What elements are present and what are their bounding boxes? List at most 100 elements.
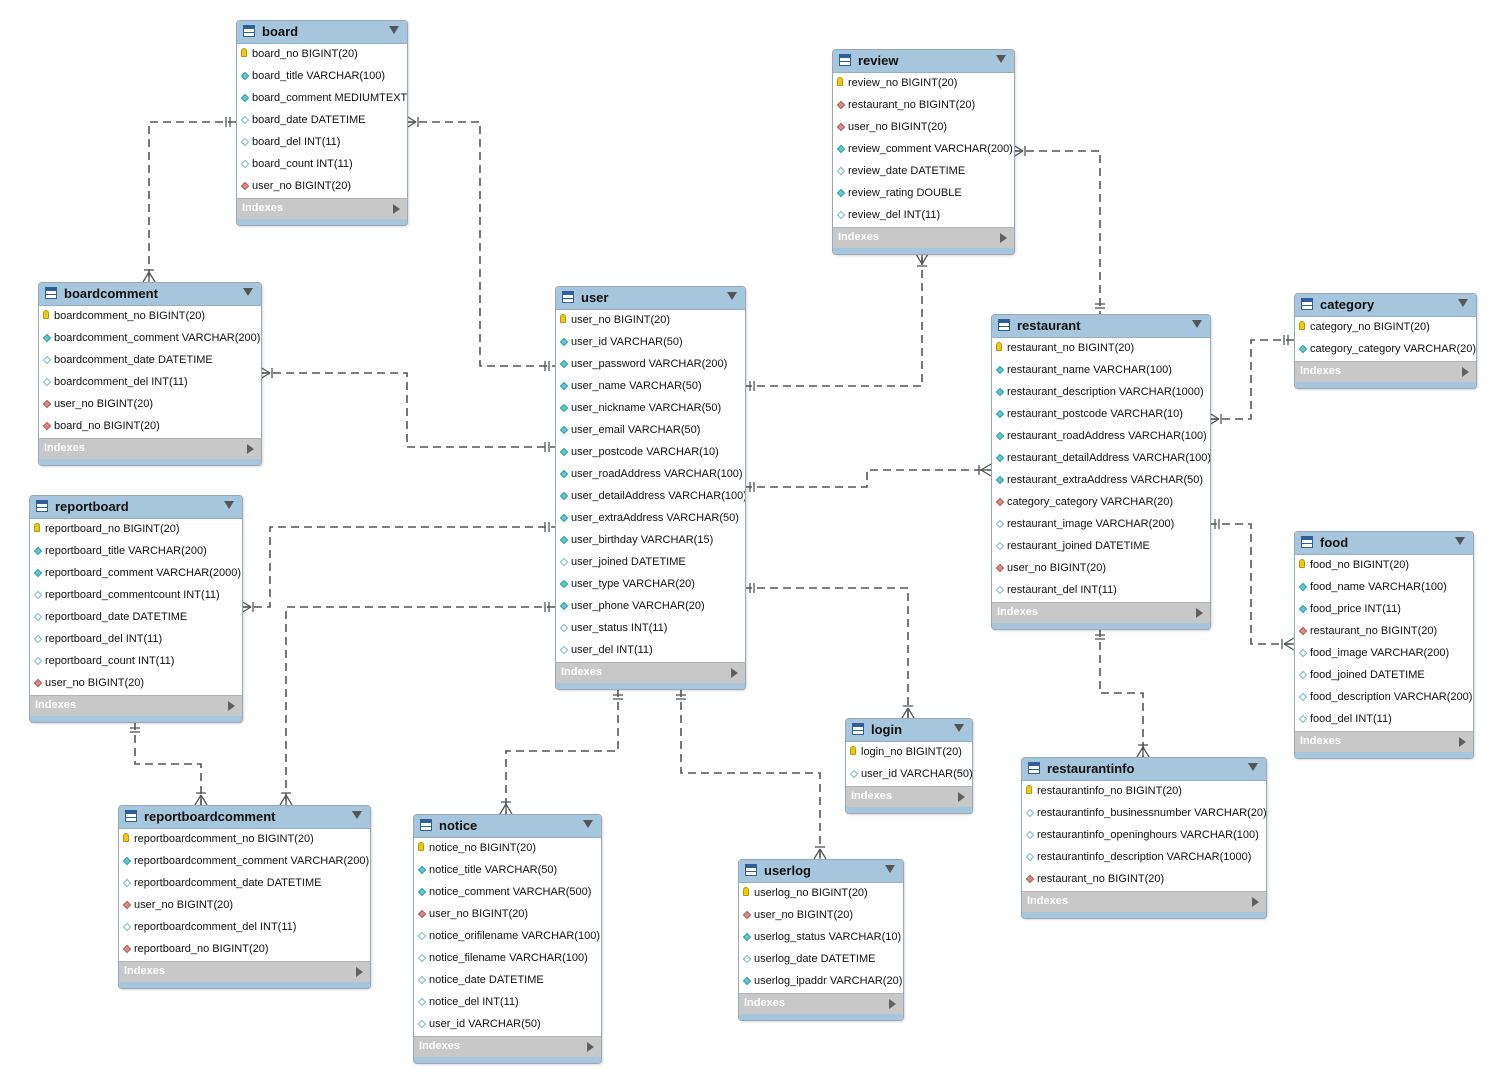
column-row[interactable]: reportboard_title VARCHAR(200): [30, 541, 242, 563]
column-row[interactable]: user_no BIGINT(20): [39, 394, 261, 416]
expand-arrow-icon[interactable]: [247, 444, 254, 454]
table-header[interactable]: restaurantinfo: [1022, 758, 1266, 781]
column-row[interactable]: user_no BIGINT(20): [556, 310, 745, 332]
column-row[interactable]: notice_date DATETIME: [414, 970, 601, 992]
expand-arrow-icon[interactable]: [1000, 233, 1007, 243]
column-row[interactable]: restaurant_postcode VARCHAR(10): [992, 404, 1210, 426]
expand-arrow-icon[interactable]: [958, 792, 965, 802]
column-row[interactable]: user_detailAddress VARCHAR(100): [556, 486, 745, 508]
table-header[interactable]: category: [1295, 294, 1476, 317]
column-row[interactable]: category_category VARCHAR(20): [1295, 339, 1476, 361]
column-row[interactable]: restaurant_roadAddress VARCHAR(100): [992, 426, 1210, 448]
indexes-section[interactable]: Indexes: [30, 695, 242, 716]
column-row[interactable]: userlog_status VARCHAR(10): [739, 927, 903, 949]
rel-user-restaurant[interactable]: [744, 469, 991, 488]
column-row[interactable]: reportboard_commentcount INT(11): [30, 585, 242, 607]
expand-arrow-icon[interactable]: [1252, 897, 1259, 907]
indexes-section[interactable]: Indexes: [119, 961, 370, 982]
column-row[interactable]: reportboard_no BIGINT(20): [30, 519, 242, 541]
column-row[interactable]: restaurant_no BIGINT(20): [992, 338, 1210, 360]
table-header[interactable]: board: [237, 21, 407, 44]
column-row[interactable]: user_email VARCHAR(50): [556, 420, 745, 442]
column-row[interactable]: reportboard_comment VARCHAR(2000): [30, 563, 242, 585]
rel-user-review[interactable]: [744, 254, 923, 387]
table-header[interactable]: restaurant: [992, 315, 1210, 338]
collapse-arrow-icon[interactable]: [954, 724, 964, 732]
column-row[interactable]: restaurantinfo_businessnumber VARCHAR(20…: [1022, 803, 1266, 825]
collapse-arrow-icon[interactable]: [389, 26, 399, 34]
collapse-arrow-icon[interactable]: [583, 820, 593, 828]
expand-arrow-icon[interactable]: [1196, 608, 1203, 618]
rel-restaurant-food[interactable]: [1209, 523, 1294, 645]
column-row[interactable]: user_id VARCHAR(50): [556, 332, 745, 354]
column-row[interactable]: restaurantinfo_description VARCHAR(1000): [1022, 847, 1266, 869]
column-row[interactable]: notice_title VARCHAR(50): [414, 860, 601, 882]
column-row[interactable]: restaurantinfo_openinghours VARCHAR(100): [1022, 825, 1266, 847]
column-row[interactable]: user_extraAddress VARCHAR(50): [556, 508, 745, 530]
table-header[interactable]: reportboard: [30, 496, 242, 519]
column-row[interactable]: restaurant_joined DATETIME: [992, 536, 1210, 558]
column-row[interactable]: user_no BIGINT(20): [237, 176, 407, 198]
column-row[interactable]: user_no BIGINT(20): [833, 117, 1014, 139]
column-row[interactable]: user_status INT(11): [556, 618, 745, 640]
column-row[interactable]: user_birthday VARCHAR(15): [556, 530, 745, 552]
table-header[interactable]: notice: [414, 815, 601, 838]
column-row[interactable]: board_count INT(11): [237, 154, 407, 176]
column-row[interactable]: restaurant_detailAddress VARCHAR(100): [992, 448, 1210, 470]
column-row[interactable]: restaurant_no BIGINT(20): [1022, 869, 1266, 891]
collapse-arrow-icon[interactable]: [1455, 537, 1465, 545]
column-row[interactable]: food_del INT(11): [1295, 709, 1473, 731]
column-row[interactable]: board_no BIGINT(20): [39, 416, 261, 438]
column-row[interactable]: notice_comment VARCHAR(500): [414, 882, 601, 904]
table-header[interactable]: reportboardcomment: [119, 806, 370, 829]
collapse-arrow-icon[interactable]: [243, 288, 253, 296]
column-row[interactable]: restaurant_no BIGINT(20): [1295, 621, 1473, 643]
column-row[interactable]: restaurant_description VARCHAR(1000): [992, 382, 1210, 404]
column-row[interactable]: boardcomment_del INT(11): [39, 372, 261, 394]
table-header[interactable]: boardcomment: [39, 283, 261, 306]
column-row[interactable]: user_no BIGINT(20): [30, 673, 242, 695]
expand-arrow-icon[interactable]: [1459, 737, 1466, 747]
column-row[interactable]: restaurant_name VARCHAR(100): [992, 360, 1210, 382]
column-row[interactable]: food_price INT(11): [1295, 599, 1473, 621]
expand-arrow-icon[interactable]: [393, 204, 400, 214]
rel-reportboard-reportboardcomment[interactable]: [134, 722, 202, 805]
collapse-arrow-icon[interactable]: [727, 292, 737, 300]
column-row[interactable]: restaurant_image VARCHAR(200): [992, 514, 1210, 536]
collapse-arrow-icon[interactable]: [352, 811, 362, 819]
column-row[interactable]: userlog_date DATETIME: [739, 949, 903, 971]
column-row[interactable]: reportboardcomment_del INT(11): [119, 917, 370, 939]
column-row[interactable]: user_id VARCHAR(50): [414, 1014, 601, 1036]
rel-user-login[interactable]: [744, 587, 909, 718]
column-row[interactable]: notice_orifilename VARCHAR(100): [414, 926, 601, 948]
column-row[interactable]: user_postcode VARCHAR(10): [556, 442, 745, 464]
column-row[interactable]: restaurant_extraAddress VARCHAR(50): [992, 470, 1210, 492]
column-row[interactable]: boardcomment_no BIGINT(20): [39, 306, 261, 328]
table-header[interactable]: login: [846, 719, 972, 742]
collapse-arrow-icon[interactable]: [996, 55, 1006, 63]
column-row[interactable]: notice_no BIGINT(20): [414, 838, 601, 860]
column-row[interactable]: reportboardcomment_date DATETIME: [119, 873, 370, 895]
column-row[interactable]: user_nickname VARCHAR(50): [556, 398, 745, 420]
column-row[interactable]: reportboard_date DATETIME: [30, 607, 242, 629]
column-row[interactable]: user_name VARCHAR(50): [556, 376, 745, 398]
indexes-section[interactable]: Indexes: [833, 227, 1014, 248]
table-header[interactable]: food: [1295, 532, 1473, 555]
indexes-section[interactable]: Indexes: [39, 438, 261, 459]
rel-restaurant-review[interactable]: [1013, 150, 1101, 314]
collapse-arrow-icon[interactable]: [1248, 763, 1258, 771]
column-row[interactable]: user_password VARCHAR(200): [556, 354, 745, 376]
table-header[interactable]: review: [833, 50, 1014, 73]
expand-arrow-icon[interactable]: [1462, 367, 1469, 377]
column-row[interactable]: category_no BIGINT(20): [1295, 317, 1476, 339]
column-row[interactable]: userlog_ipaddr VARCHAR(20): [739, 971, 903, 993]
indexes-section[interactable]: Indexes: [1295, 361, 1476, 382]
